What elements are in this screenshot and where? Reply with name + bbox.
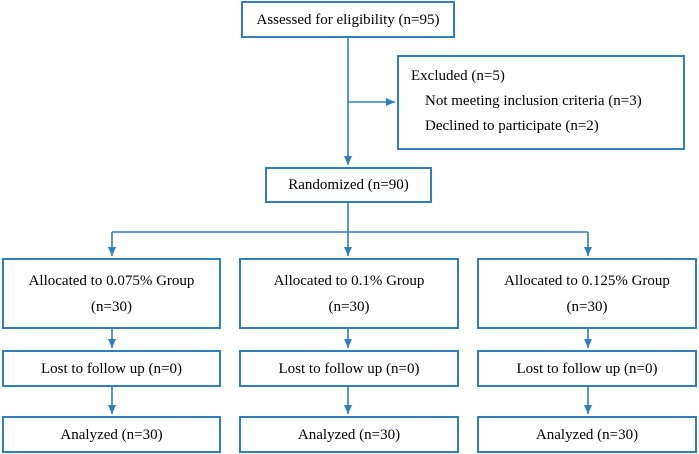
allocation-box-group-1: Allocated to 0.075% Group (n=30) [2,258,221,329]
allocation-label: Allocated to 0.1% Group [273,272,425,289]
follow-up-label: Lost to follow up (n=0) [278,360,420,377]
excluded-box: Excluded (n=5) Not meeting inclusion cri… [397,55,685,150]
allocation-count: (n=30) [91,298,132,315]
allocation-box-group-2: Allocated to 0.1% Group (n=30) [239,258,459,329]
analyzed-box-group-2: Analyzed (n=30) [239,416,459,453]
analyzed-box-group-1: Analyzed (n=30) [2,416,221,453]
analyzed-box-group-3: Analyzed (n=30) [477,416,697,453]
eligibility-box: Assessed for eligibility (n=95) [241,1,455,38]
analyzed-label: Analyzed (n=30) [297,426,401,443]
allocation-count: (n=30) [328,298,370,315]
analyzed-label: Analyzed (n=30) [60,426,163,443]
analyzed-label: Analyzed (n=30) [535,426,639,443]
randomized-box: Randomized (n=90) [265,167,432,203]
allocation-box-group-3: Allocated to 0.125% Group (n=30) [477,258,697,329]
follow-up-box-group-2: Lost to follow up (n=0) [239,350,459,387]
randomized-label: Randomized (n=90) [288,177,409,193]
excluded-reason: Not meeting inclusion criteria (n=3) [425,93,642,109]
excluded-reason: Declined to participate (n=2) [425,118,599,134]
allocation-label: Allocated to 0.075% Group [28,272,195,289]
allocation-label: Allocated to 0.125% Group [504,272,670,289]
follow-up-box-group-3: Lost to follow up (n=0) [477,350,697,387]
follow-up-label: Lost to follow up (n=0) [41,360,182,377]
allocation-count: (n=30) [566,298,608,315]
eligibility-label: Assessed for eligibility (n=95) [256,11,440,28]
excluded-title: Excluded (n=5) [411,68,505,84]
follow-up-box-group-1: Lost to follow up (n=0) [2,350,221,387]
follow-up-label: Lost to follow up (n=0) [516,360,658,377]
